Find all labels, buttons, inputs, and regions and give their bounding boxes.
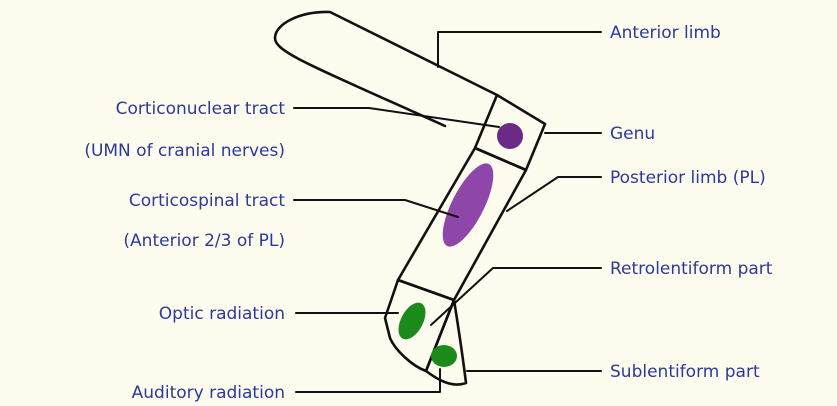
sublentiform-outline <box>426 300 466 385</box>
genu-label: Genu <box>610 124 655 144</box>
corticospinal-sublabel: (Anterior 2/3 of PL) <box>123 231 285 251</box>
posterior-limb-leader <box>507 177 601 211</box>
sublentiform-label: Sublentiform part <box>610 362 760 382</box>
anterior-limb-leader <box>438 32 601 67</box>
anterior-limb-label: Anterior limb <box>610 23 721 43</box>
retrolentiform-label: Retrolentiform part <box>610 259 773 279</box>
auditory-radiation-spot <box>431 345 457 367</box>
corticonuclear-sublabel: (UMN of cranial nerves) <box>84 141 285 161</box>
corticonuclear-label: Corticonuclear tract <box>116 99 286 119</box>
auditory-radiation-leader <box>296 369 440 392</box>
optic-radiation-spot <box>393 298 431 344</box>
corticonuclear-tract-spot <box>497 123 523 149</box>
optic-radiation-label: Optic radiation <box>159 304 285 324</box>
posterior-limb-label: Posterior limb (PL) <box>610 168 766 188</box>
corticospinal-leader <box>294 200 458 217</box>
auditory-radiation-label: Auditory radiation <box>132 383 285 403</box>
corticospinal-label: Corticospinal tract <box>129 191 286 211</box>
corticospinal-tract-spot <box>433 157 503 254</box>
corticonuclear-leader <box>294 108 499 127</box>
